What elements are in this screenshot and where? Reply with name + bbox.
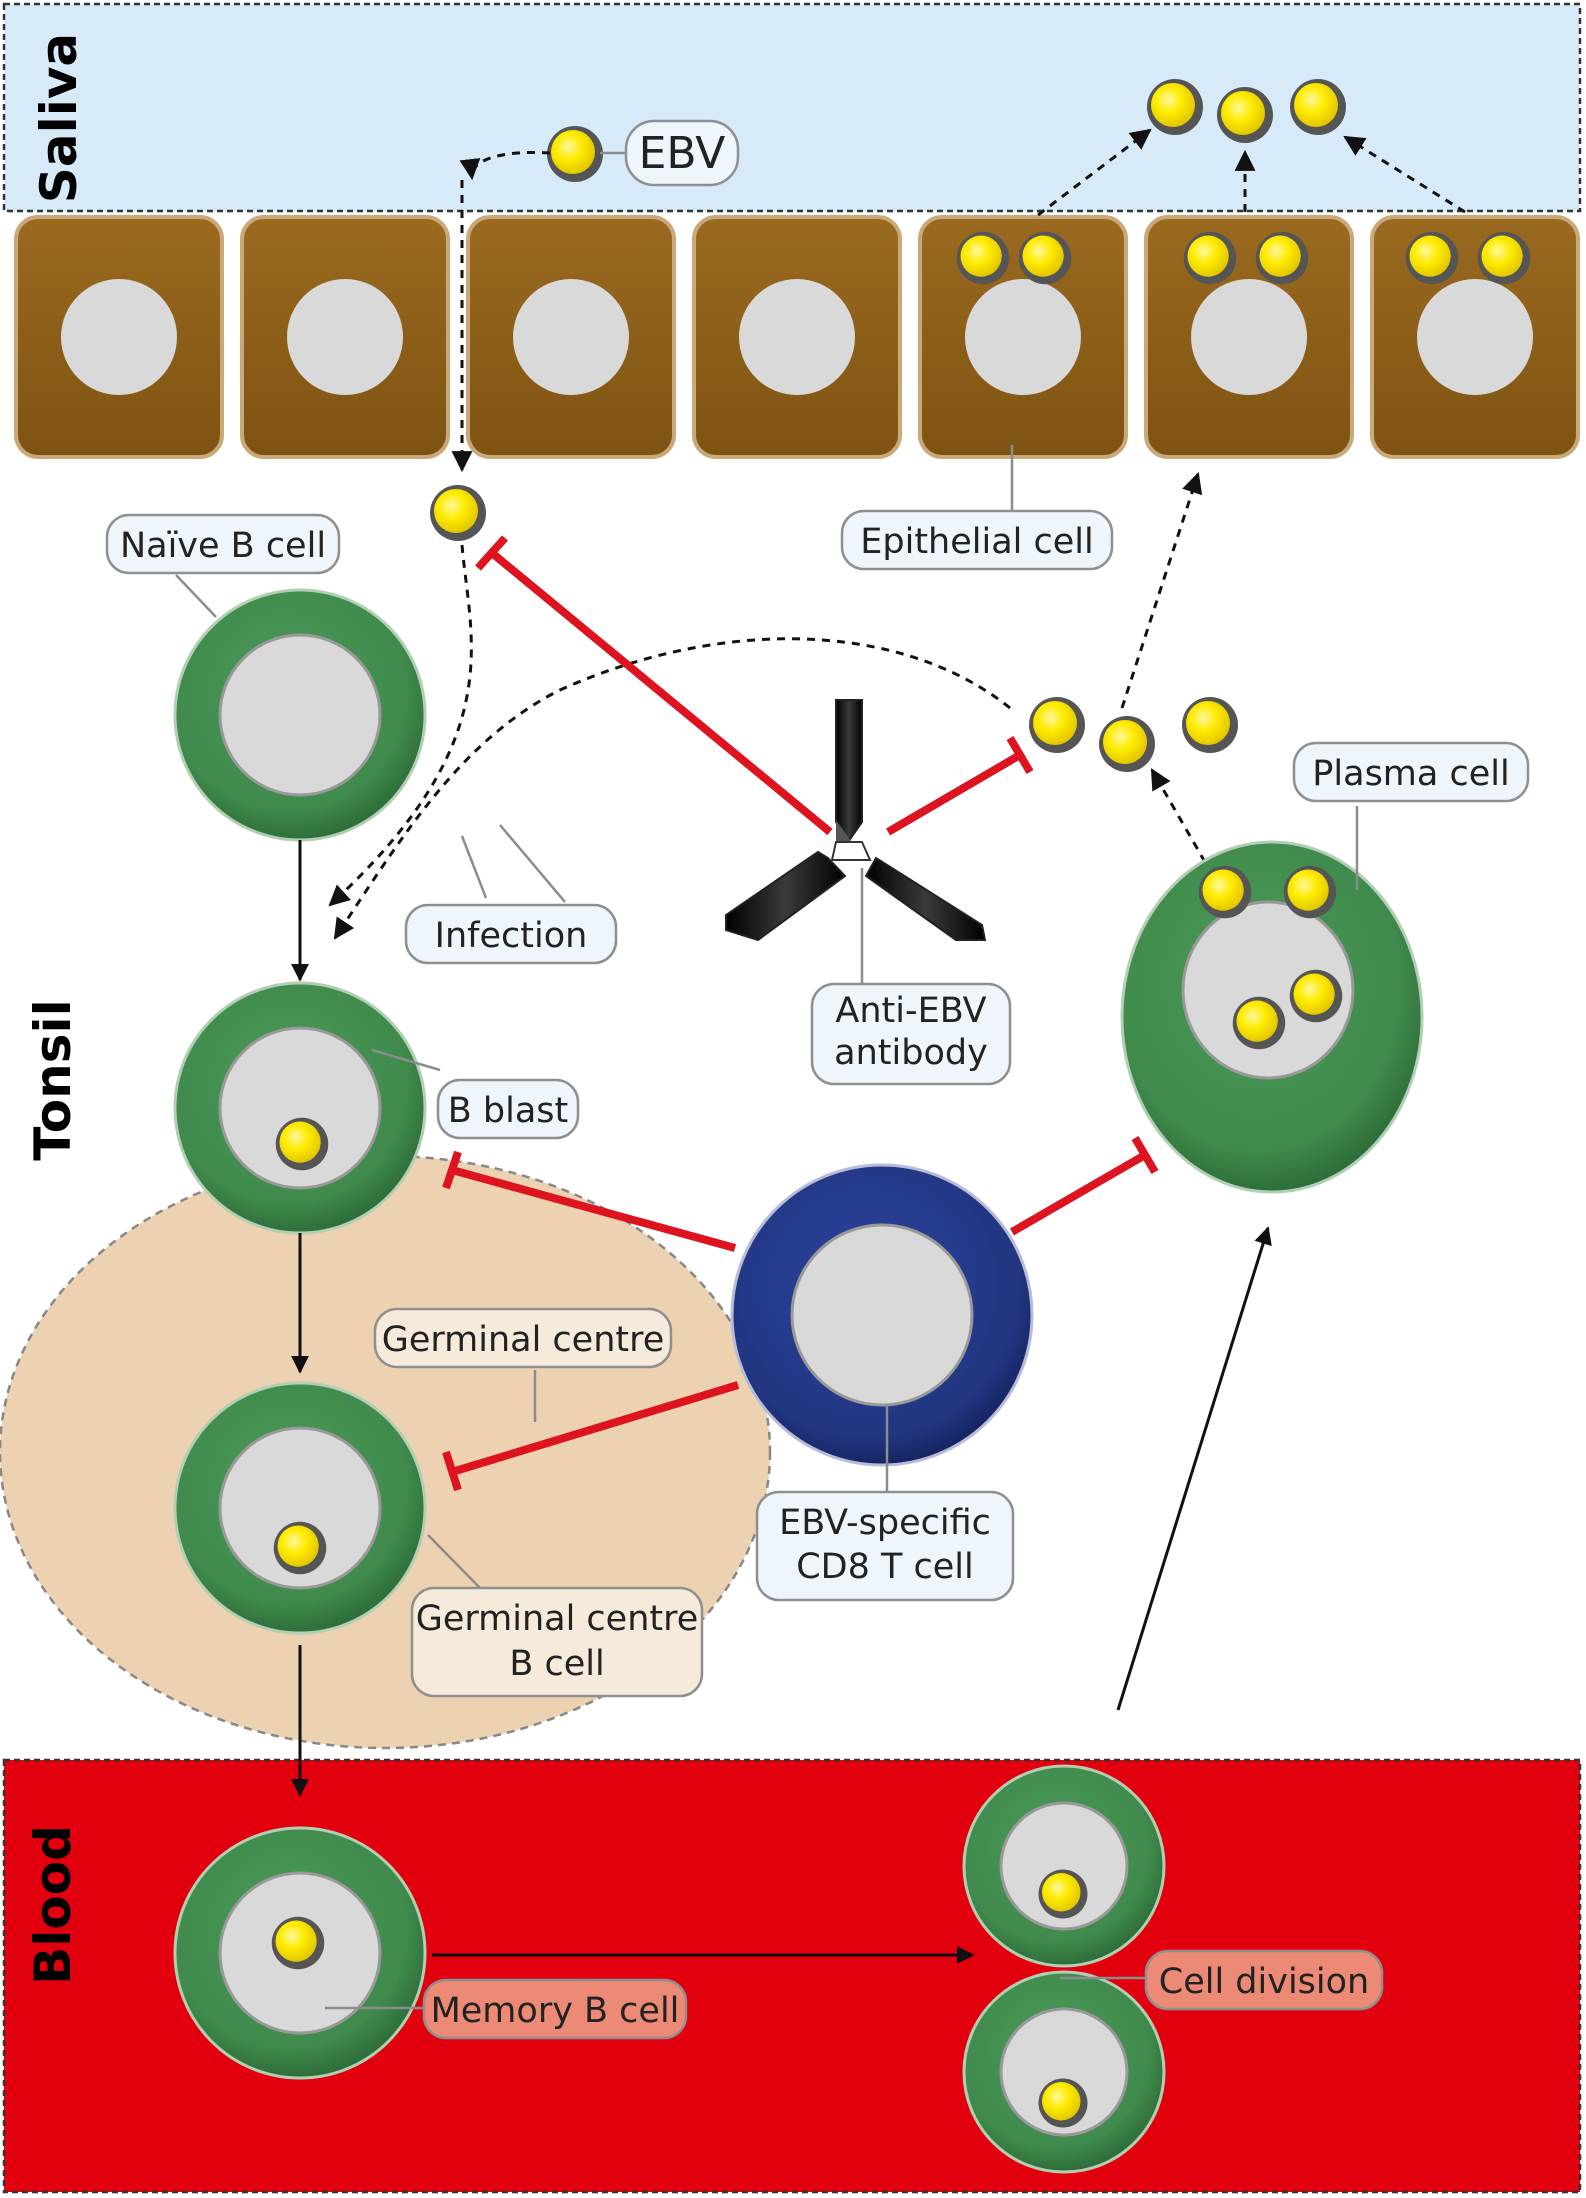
epithelial-label: Epithelial cell: [860, 522, 1093, 562]
dividing-b-cell: [962, 1970, 1166, 2174]
epithelial-cell: [692, 215, 902, 459]
epithelial-cell-infected: [918, 215, 1128, 459]
plasma-label-box: [1292, 741, 1530, 803]
ebv-virion-icon: [956, 231, 1010, 285]
naive-label: Naïve B cell: [120, 526, 326, 566]
germinal-centre-label-box: [373, 1307, 673, 1369]
blood-label: Blood: [24, 1825, 82, 1985]
cell-division-label: Cell division: [1159, 1962, 1369, 2002]
germinal-centre-label: Germinal centre: [382, 1320, 665, 1360]
cell-division-label-box: [1144, 1949, 1384, 2011]
epithelial-cell: [240, 215, 450, 459]
epithelial-layer: [14, 215, 1580, 459]
ebv-virion-icon: [271, 1916, 325, 1970]
infection-arrow: [328, 544, 473, 907]
tonsil-label: Tonsil: [24, 999, 82, 1160]
ebv-virion-icon: [1477, 231, 1531, 285]
antibody-blocks-virion-line: [475, 535, 833, 836]
dividing-b-cell: [962, 1764, 1166, 1968]
ebv-virion-icon: [1029, 697, 1085, 753]
epithelial-cell: [466, 215, 676, 459]
plasma-release-arrow: [1150, 768, 1207, 863]
ebv-virion-icon: [1290, 79, 1346, 135]
naive-label-box: [105, 513, 341, 575]
ebv-virion-icon: [1283, 865, 1337, 919]
ebv-virion-icon: [1038, 2078, 1088, 2128]
memory-b-cell: [173, 1826, 427, 2080]
ebv-virion-icon: [430, 485, 486, 541]
ebv-label-box: [624, 119, 740, 187]
infection-label: Infection: [435, 916, 588, 956]
antibody-icon: [725, 699, 987, 942]
ebv-virion-icon: [1147, 79, 1203, 135]
memory-label: Memory B cell: [431, 1991, 680, 2031]
ebv-virion-icon: [275, 1117, 329, 1171]
epithelial-label-box: [840, 509, 1114, 571]
b-blast-label: B blast: [448, 1091, 568, 1131]
ebv-virion-icon: [1182, 697, 1238, 753]
gc-b-cell-label-leader: [427, 1534, 483, 1591]
antibody-label-line2: antibody: [834, 1033, 988, 1073]
ebv-virion-icon: [1198, 865, 1252, 919]
antibody-label-box: [810, 982, 1012, 1086]
ebv-virion-icon: [1018, 231, 1072, 285]
saliva-label: Saliva: [30, 33, 88, 203]
ebv-virion-icon: [1099, 716, 1155, 772]
naive-label-leader: [175, 574, 217, 618]
memory-label-box: [422, 1978, 688, 2040]
virion-to-epithelium-arrow: [1120, 472, 1203, 709]
b-blast-cell: [173, 981, 427, 1235]
cd8-kills-plasma-cell-line: [1009, 1135, 1159, 1236]
gc-b-cell-label-box: [410, 1586, 704, 1698]
cd8-kills-gc-b-cell-line: [442, 1381, 740, 1492]
infection-label-box: [404, 903, 618, 965]
antibody-blocks-released-virions-line: [885, 735, 1034, 836]
epithelial-cell-infected: [1144, 215, 1354, 459]
ebv-virion-icon: [273, 1521, 327, 1575]
epithelial-cell-infected: [1370, 215, 1580, 459]
antibody-label-line1: Anti-EBV: [835, 991, 986, 1031]
ebv-virion-icon: [1255, 231, 1309, 285]
plasma-cell: [1120, 840, 1424, 1194]
cd8-label-line1: EBV-specific: [779, 1503, 991, 1543]
germinal-centre-b-cell: [173, 1381, 427, 1635]
infection-label-leader: [499, 824, 566, 903]
ebv-virion-icon: [1405, 231, 1459, 285]
ebv-virion-icon: [1183, 231, 1237, 285]
memory-to-plasma-arrow: [1116, 1226, 1272, 1711]
ebv-virion-icon: [1289, 969, 1343, 1023]
naive-b-cell: [173, 588, 427, 842]
gc-b-cell-label-line2: B cell: [509, 1644, 604, 1684]
epithelial-cell: [14, 215, 224, 459]
plasma-label: Plasma cell: [1312, 754, 1509, 794]
cd8-kills-b-blast-line: [442, 1150, 737, 1252]
ebv-virion-icon: [1038, 1869, 1088, 1919]
ebv-virion-icon: [1232, 996, 1286, 1050]
gc-b-cell-label-line1: Germinal centre: [416, 1599, 699, 1639]
ebv-virion-icon: [1217, 87, 1273, 143]
ebv-virion-icon: [547, 126, 603, 182]
cd8-t-cell: [730, 1163, 1034, 1467]
cd8-label-line2: CD8 T cell: [796, 1547, 974, 1587]
cd8-label-box: [755, 1490, 1015, 1602]
b-blast-label-leader: [371, 1048, 441, 1072]
infection-label-leader: [460, 835, 488, 899]
ebv-label: EBV: [639, 128, 726, 179]
infection-arrow-recirculation: [333, 637, 1011, 940]
b-blast-label-box: [436, 1078, 580, 1140]
